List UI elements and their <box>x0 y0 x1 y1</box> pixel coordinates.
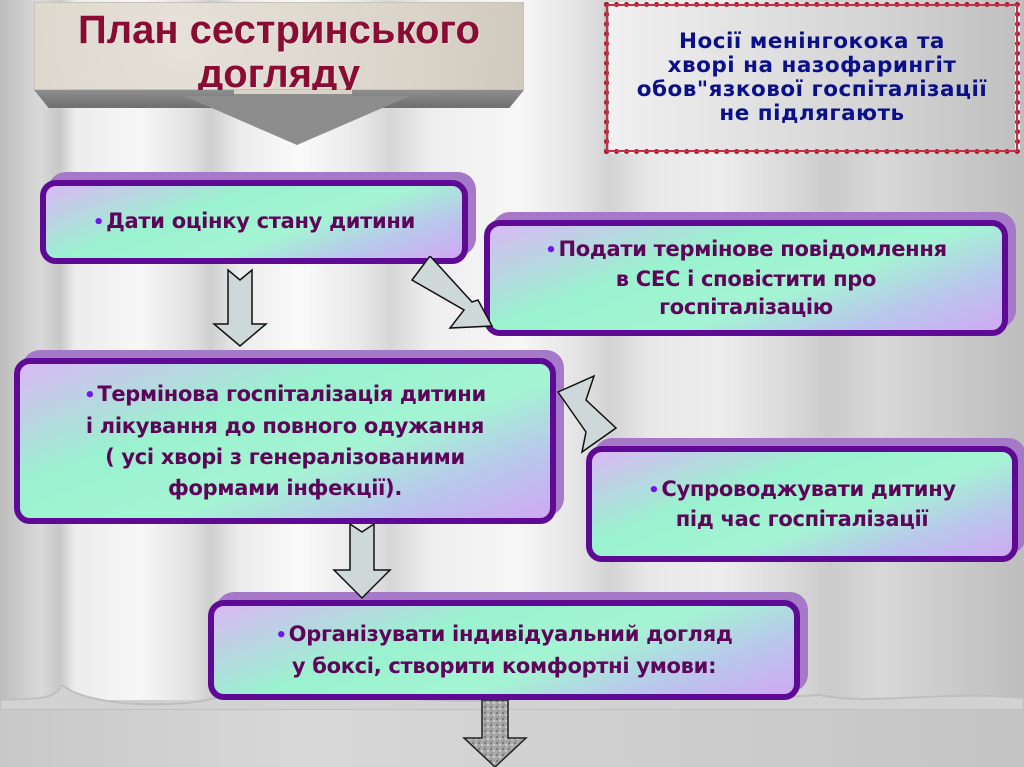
step-label: •Термінова госпіталізація дитини і лікув… <box>84 379 486 504</box>
arrow-diagonal-icon <box>556 374 618 454</box>
step-label: •Подати термінове повідомлення в СЕС і с… <box>545 235 947 321</box>
bullet-icon: • <box>275 625 287 646</box>
step-accompany-box: •Супроводжувати дитину під час госпіталі… <box>586 438 1024 562</box>
step-line: ( усі хворі з генералізованими <box>105 444 465 469</box>
info-text: Носії менінгокока та хворі на назофаринг… <box>637 30 988 126</box>
step-line: Термінова госпіталізація дитини <box>97 381 486 406</box>
step-assess-box: •Дати оцінку стану дитини <box>40 172 476 264</box>
step-line: Супроводжувати дитину <box>661 477 956 501</box>
step-label: •Супроводжувати дитину під час госпіталі… <box>648 475 956 533</box>
arrow-down-textured-icon <box>462 700 528 767</box>
box-face: •Організувати індивідуальний догляд у бо… <box>208 600 800 700</box>
info-line: обов"язкової госпіталізації <box>636 77 988 102</box>
bullet-icon: • <box>92 212 105 233</box>
box-face: •Термінова госпіталізація дитини і лікув… <box>14 358 556 524</box>
step-line: Організувати індивідуальний догляд <box>288 622 733 646</box>
arrow-down-icon <box>332 522 392 600</box>
title-down-arrow-icon <box>184 90 410 145</box>
curtain-floor <box>0 683 1024 767</box>
step-line: госпіталізацію <box>659 295 833 319</box>
bullet-icon: • <box>84 384 96 406</box>
step-line: формами інфекції). <box>168 475 402 500</box>
step-label: •Дати оцінку стану дитини <box>93 207 415 237</box>
step-line: в СЕС і сповістити про <box>615 267 877 291</box>
info-line: не підлягають <box>719 101 905 126</box>
step-line: і лікування до повного одужання <box>85 413 485 438</box>
info-line: Носії менінгокока та <box>679 29 945 54</box>
bullet-icon: • <box>545 240 557 261</box>
box-face: •Супроводжувати дитину під час госпіталі… <box>586 446 1018 562</box>
box-face: •Подати термінове повідомлення в СЕС і с… <box>484 220 1008 336</box>
step-hospitalize-box: •Термінова госпіталізація дитини і лікув… <box>14 350 564 524</box>
step-line: у боксі, створити комфортні умови: <box>291 654 717 678</box>
arrow-diagonal-icon <box>410 256 494 329</box>
title-line-2: догляду <box>197 52 361 96</box>
info-line: хворі на назофарингіт <box>667 53 957 78</box>
page-title: План сестринського догляду <box>34 8 524 96</box>
step-label: •Організувати індивідуальний догляд у бо… <box>275 619 732 681</box>
step-line: під час госпіталізації <box>675 507 929 531</box>
box-face: •Дати оцінку стану дитини <box>40 180 468 264</box>
step-line: Подати термінове повідомлення <box>558 237 947 261</box>
title-plate: План сестринського догляду <box>34 2 524 145</box>
step-notify-box: •Подати термінове повідомлення в СЕС і с… <box>484 212 1016 336</box>
arrow-down-icon <box>211 268 269 347</box>
step-line: Дати оцінку стану дитини <box>106 209 416 233</box>
step-organize-box: •Організувати індивідуальний догляд у бо… <box>208 592 808 700</box>
title-line-1: План сестринського <box>78 8 480 52</box>
info-box: Носії менінгокока та хворі на назофаринг… <box>604 2 1020 154</box>
bullet-icon: • <box>648 480 660 501</box>
